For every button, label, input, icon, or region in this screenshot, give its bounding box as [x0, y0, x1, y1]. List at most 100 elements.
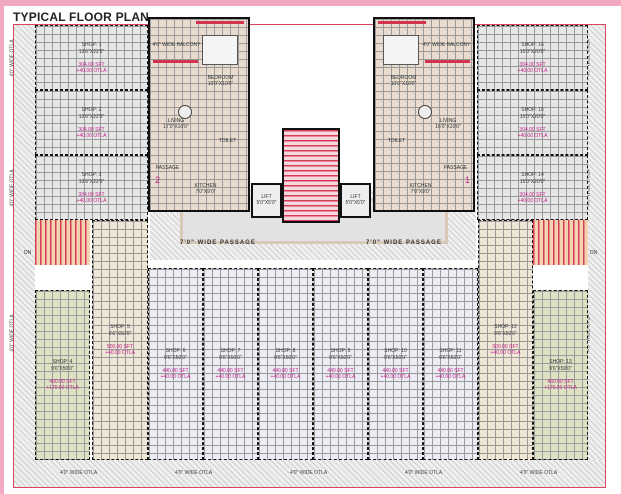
- shop-area: 304.00 SFT: [519, 191, 546, 198]
- toilet-label: TOILET: [218, 138, 237, 144]
- bottom-otla-label: 4'0" WIDE OTLA: [405, 470, 443, 476]
- bottom-otla-label: 4'0" WIDE OTLA: [290, 470, 328, 476]
- shop-size: 9'6"X50'0": [108, 331, 132, 337]
- lift-size: 5'0"X5'0": [256, 200, 277, 206]
- living-size: 17'0"X10'0": [163, 124, 189, 130]
- right-otla-strip: [588, 25, 605, 487]
- shop-area: 440.00 SFT: [162, 368, 189, 374]
- flat-number: 2: [155, 175, 161, 185]
- shop-area: 440.00 SFT: [327, 368, 354, 374]
- living-size: 16'0"X10'0": [435, 124, 461, 130]
- lift-size: 5'0"X5'0": [345, 200, 366, 206]
- bottom-otla-label: 4'0" WIDE OTLA: [520, 470, 558, 476]
- shop-name: SHOP: 7: [220, 348, 241, 354]
- shop-size: 9'6"X50'0": [549, 366, 572, 372]
- shop-name: SHOP: 14: [521, 171, 544, 178]
- shop-area: 500.00 SFT: [106, 344, 134, 350]
- shop-area: 460.00 SFT: [547, 379, 574, 385]
- shop-name: SHOP: 5: [110, 324, 130, 330]
- shop-name: SHOP: 8: [275, 348, 296, 354]
- living-label: LIVING: [167, 118, 185, 124]
- shop-otla: +40.00 OTLA: [270, 374, 301, 380]
- shop-size: 15'0"X20'0": [519, 48, 546, 55]
- central-staircase: [282, 128, 340, 223]
- shop-area: 440.00 SFT: [437, 368, 464, 374]
- shop-size: 9'6"X50'0": [274, 355, 297, 361]
- shop-name: SHOP: 6: [165, 348, 186, 354]
- passage-label-right: 7'0" WIDE PASSAGE: [366, 240, 442, 246]
- kitchen-label: KITCHEN: [409, 183, 432, 189]
- shop-name: SHOP: 1: [81, 41, 102, 48]
- shop-otla: +40.00 OTLA: [76, 67, 107, 74]
- right-staircase: [533, 220, 588, 265]
- passage-label-left: 7'0" WIDE PASSAGE: [180, 240, 256, 246]
- shop-otla: +170.00 OTLA: [46, 385, 79, 391]
- shop-size: 9'6"X50'0": [329, 355, 352, 361]
- window: [425, 60, 470, 63]
- shop-name: SHOP: 16: [521, 41, 544, 48]
- shop-area: 304.00 SFT: [519, 126, 546, 133]
- shop-size: 9'6"X50'0": [439, 355, 462, 361]
- shop-name: SHOP: 4: [52, 359, 73, 365]
- bedroom-size: 10'0"X10'0": [207, 81, 234, 87]
- shop-otla: +40.00 OTLA: [490, 350, 521, 356]
- shop-size: 9'6"X50'0": [384, 355, 407, 361]
- shop-area: 460.00 SFT: [49, 379, 76, 385]
- shop-otla: +40.00 OTLA: [380, 374, 411, 380]
- shop-size: 13'6"X22'6": [78, 113, 105, 120]
- passage-room-label: PASSAGE: [155, 165, 180, 171]
- plot-boundary: [13, 24, 606, 488]
- shop-area: 304.00 SFT: [519, 61, 546, 68]
- window: [196, 21, 244, 24]
- toilet-label: TOILET: [387, 138, 406, 144]
- window: [378, 21, 426, 24]
- shop-otla: +40.00 OTLA: [325, 374, 356, 380]
- passage-room-label: PASSAGE: [443, 165, 468, 171]
- shop-name: SHOP: 15: [521, 106, 544, 113]
- shop-otla: +40.00 OTLA: [76, 197, 107, 204]
- bottom-otla-label: 4'0" WIDE OTLA: [60, 470, 98, 476]
- shop-otla: +40.00 OTLA: [215, 374, 246, 380]
- shop-size: 15'0"X20'0": [519, 178, 546, 185]
- living-label: LIVING: [439, 118, 457, 124]
- balcony-label: 4'0" WIDE BALCONY: [152, 42, 201, 48]
- right-stair-dn: DN: [590, 250, 598, 256]
- bottom-otla-label: 4'0" WIDE OTLA: [175, 470, 213, 476]
- lift-label: LIFT: [261, 194, 272, 200]
- flat-left: [148, 17, 250, 212]
- lift-right: LIFT 5'0"X5'0": [340, 183, 371, 218]
- shop-otla: +40.00 OTLA: [160, 374, 191, 380]
- lift-label: LIFT: [350, 194, 361, 200]
- shop-otla: +40.00 OTLA: [435, 374, 466, 380]
- shop-otla: +170.00 OTLA: [544, 385, 577, 391]
- shop-otla: +40.00 OTLA: [517, 132, 548, 139]
- shop-size: 9'6"X50'0": [164, 355, 187, 361]
- shop-name: SHOP: 12: [494, 324, 517, 330]
- frame-left-band: [0, 0, 4, 494]
- shop-area: 440.00 SFT: [217, 368, 244, 374]
- frame-top-band: [0, 0, 621, 6]
- left-otla-label: 4'0" WIDE OTLA: [9, 314, 16, 352]
- shop-size: 9'6"X50'0": [219, 355, 242, 361]
- left-otla-label: 4'0" WIDE OTLA: [9, 169, 16, 207]
- shop-area: 304.00 SFT: [78, 191, 105, 198]
- shop-size: 15'0"X20'0": [519, 113, 546, 120]
- shop-name: SHOP: 3: [81, 171, 102, 178]
- shop-size: 9'6"X50'0": [51, 366, 74, 372]
- left-otla-strip: [14, 25, 35, 487]
- shop-name: SHOP: 10: [384, 348, 407, 354]
- dining-table-icon: [418, 105, 432, 119]
- bedroom-label: BEDROOM: [390, 75, 417, 81]
